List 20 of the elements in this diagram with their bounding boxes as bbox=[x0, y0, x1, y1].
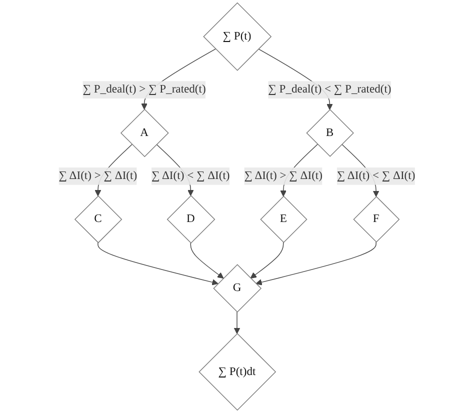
arrow bbox=[256, 242, 376, 286]
edge-label: ∑ ΔI(t) < ∑ ΔI(t) bbox=[152, 170, 230, 182]
node-diamond: D bbox=[166, 195, 216, 244]
edge-label: ∑ ΔI(t) < ∑ ΔI(t) bbox=[336, 170, 416, 182]
arrow bbox=[234, 312, 240, 334]
node-diamond: ∑ P(t) bbox=[203, 2, 272, 71]
node-diamond: F bbox=[353, 196, 400, 243]
arrow bbox=[190, 242, 224, 279]
edge-label: ∑ P_deal(t) > ∑ P_rated(t) bbox=[82, 83, 206, 96]
node-diamond: E bbox=[260, 196, 308, 243]
edge-label: ∑ ΔI(t) > ∑ ΔI(t) bbox=[244, 170, 322, 182]
node-diamond: B bbox=[306, 109, 354, 157]
node-diamond: G bbox=[213, 264, 262, 313]
arrow bbox=[98, 242, 218, 286]
arrow bbox=[250, 242, 284, 279]
edge-label: ∑ ΔI(t) > ∑ ΔI(t) bbox=[58, 170, 138, 182]
node-diamond: C bbox=[74, 195, 122, 244]
node-diamond: ∑ P(t)dt bbox=[198, 333, 276, 411]
node-diamond: A bbox=[120, 108, 169, 158]
edge-label: ∑ P_deal(t) < ∑ P_rated(t) bbox=[268, 83, 392, 96]
